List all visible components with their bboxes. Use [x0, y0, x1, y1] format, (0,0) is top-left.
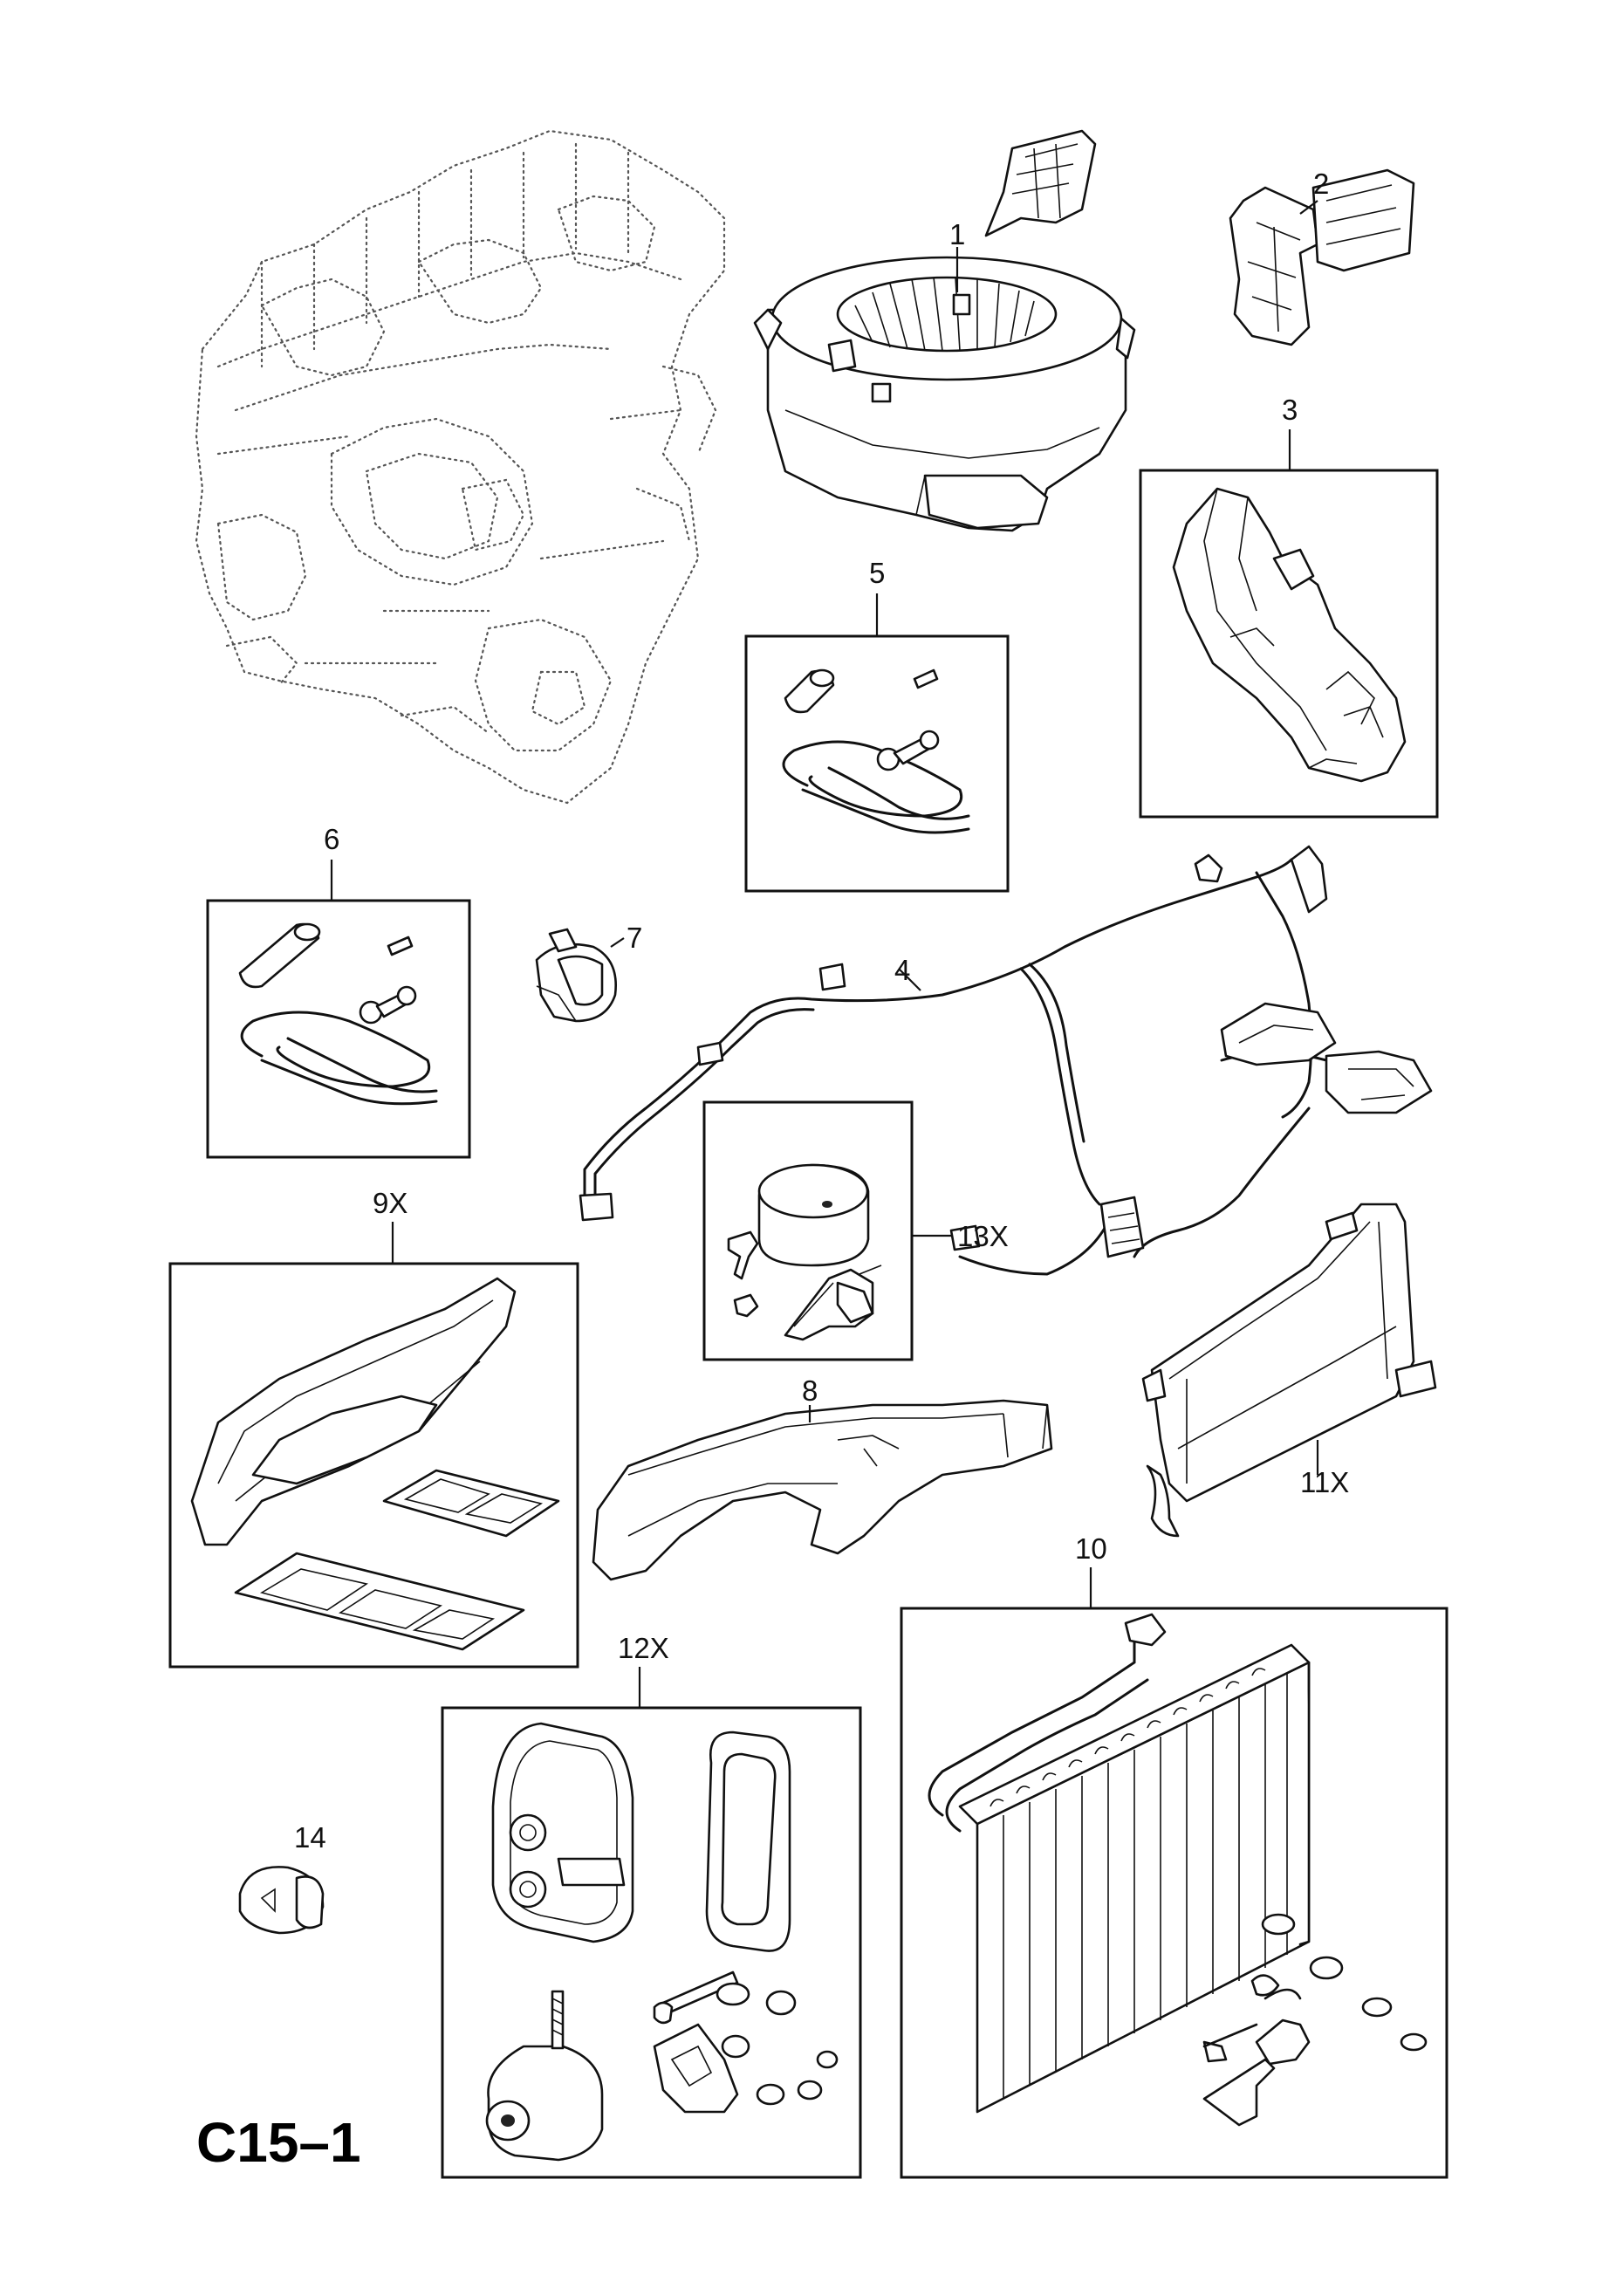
repair-kit-6 [238, 922, 438, 1106]
sensor-kit-13x [727, 1163, 882, 1341]
callout-label-8: 8 [802, 1374, 818, 1407]
blower-motor [753, 129, 1136, 532]
callout-box-12x [441, 1706, 862, 2179]
callout-box-5 [744, 634, 1010, 893]
filter-frame-11x [1141, 1203, 1437, 1538]
callout-label-6: 6 [324, 823, 339, 855]
callout-label-10: 10 [1075, 1532, 1107, 1565]
heater-housing-ghost [195, 129, 726, 805]
air-duct-part-3 [1172, 487, 1407, 783]
air-duct-part-8 [592, 1399, 1053, 1581]
clip-part-7 [535, 928, 617, 1023]
callout-label-2: 2 [1313, 168, 1329, 200]
callout-label-3: 3 [1282, 394, 1298, 426]
callout-label-7: 7 [627, 922, 642, 954]
callout-label-14: 14 [294, 1821, 326, 1854]
filter-housing-9x [190, 1277, 560, 1651]
callout-box-6 [206, 899, 471, 1159]
callout-label-13x: 13X [957, 1220, 1009, 1252]
evaporator-10 [928, 1613, 1428, 2127]
repair-kit-5 [782, 668, 970, 834]
callout-label-4: 4 [894, 954, 910, 986]
diagram-code: C15–1 [196, 2111, 361, 2174]
callout-label-1: 1 [949, 218, 965, 250]
wiring-harness-4 [579, 845, 1433, 1276]
callout-label-9x: 9X [373, 1187, 407, 1219]
callout-label-12x: 12X [618, 1632, 669, 1664]
callout-label-11x: 11X [1300, 1466, 1349, 1498]
seal-kit-12x [485, 1722, 839, 2162]
blower-resistor [1229, 168, 1415, 346]
push-clip-14 [238, 1866, 325, 1935]
callout-label-5: 5 [869, 557, 885, 589]
callout-box-10 [900, 1607, 1448, 2179]
callout-box-13x [702, 1100, 914, 1361]
callout-box-9x [168, 1262, 579, 1669]
